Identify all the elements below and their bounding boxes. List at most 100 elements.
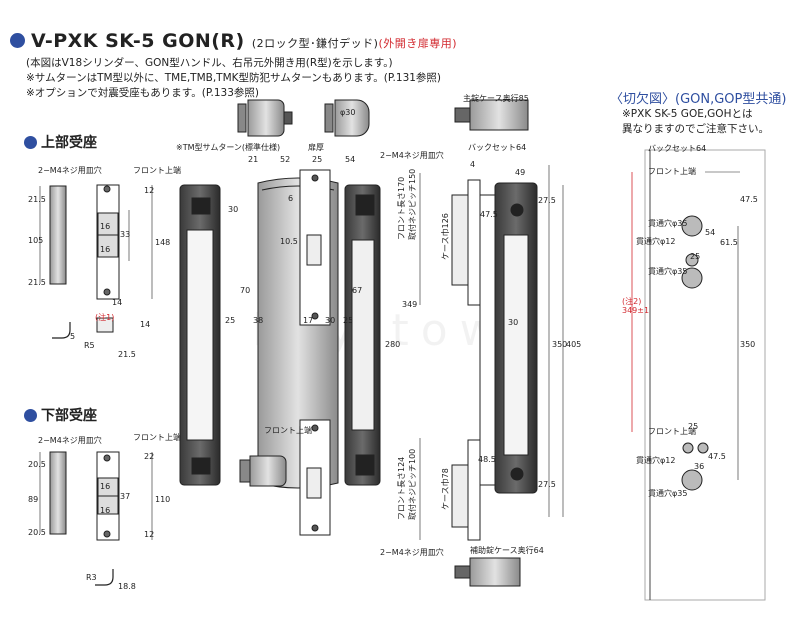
- cutout-note2: (注2): [622, 297, 642, 306]
- note-line-2: ※サムターンはTM型以外に、TME,TMB,TMK型防犯サムターンもあります。(…: [26, 72, 442, 84]
- cutout-hole35-top: 貫通穴φ35: [648, 219, 688, 228]
- dim-side-4: 4: [470, 160, 476, 169]
- dim-handle-349: 349: [402, 300, 418, 309]
- dim-handle-25b: 25: [343, 316, 354, 325]
- dim-upper-33: 33: [120, 230, 131, 239]
- dim-handle-10-5: 10.5: [280, 237, 298, 246]
- label-m4-holes-lower: 2−M4ネジ用皿穴: [38, 436, 102, 445]
- note-line-1: (本図はV18シリンダー、GON型ハンドル、右吊元外開き用(R型)を示します。): [26, 57, 393, 69]
- section-bullet-icon: [24, 136, 37, 149]
- dim-handle-17: 17: [303, 316, 314, 325]
- page-title: V-PXK SK-5 GON(R) (2ロック型･鎌付デッド)(外開き扉専用): [10, 30, 457, 52]
- cutout-front-upper: フロント上端: [648, 167, 696, 176]
- dim-upper-5: 5: [70, 332, 76, 341]
- cutout-hole35-lower: 貫通穴φ35: [648, 489, 688, 498]
- dim-handle-25: 25: [225, 316, 236, 325]
- label-mount-pitch-lower: 取付ネジピッチ100: [408, 448, 417, 520]
- dim-handle-30b: 30: [325, 316, 336, 325]
- title-sub: (2ロック型･鎌付デッド): [251, 37, 379, 50]
- cutout-dim-25b: 25: [688, 422, 699, 431]
- label-mount-pitch-upper: 取付ネジピッチ150: [408, 168, 417, 240]
- label-main-case-depth: 主錠ケース奥行85: [463, 94, 529, 103]
- title-bullet-icon: [10, 33, 25, 48]
- dim-upper-105: 105: [28, 236, 44, 245]
- upper-strike-drawing: [39, 184, 153, 339]
- dim-lower-22: 22: [144, 452, 155, 461]
- label-tm-thumbturn: ※TM型サムターン(標準仕様): [176, 143, 281, 152]
- dim-upper-14: 14: [112, 298, 123, 307]
- title-main: V-PXK SK-5 GON(R): [31, 30, 245, 52]
- label-case-len-upper: ケース巾126: [441, 213, 450, 260]
- cutout-front-upper-lower: フロント上端: [648, 427, 696, 436]
- dim-handle-38: 38: [253, 316, 264, 325]
- cutout-backset: バックセット64: [648, 144, 707, 153]
- dim-lower-110: 110: [155, 495, 171, 504]
- label-front-upper: フロント上端: [133, 166, 181, 175]
- label-front-upper-lower: フロント上端: [133, 433, 181, 442]
- dim-upper-21-5b: 21.5: [28, 278, 46, 287]
- dim-upper-148: 148: [155, 238, 171, 247]
- dim-upper-r5: R5: [84, 341, 95, 350]
- label-phi30: φ30: [340, 108, 356, 117]
- dim-lower-20-5: 20.5: [28, 460, 46, 469]
- dim-lower-37: 37: [120, 492, 131, 501]
- label-m4-holes-side-lower: 2−M4ネジ用皿穴: [380, 548, 444, 557]
- cutout-dim-36: 36: [694, 462, 705, 471]
- dim-side-405: 405: [566, 340, 582, 349]
- section-upper-strike: 上部受座: [24, 132, 97, 152]
- label-note1: (注1): [95, 313, 115, 322]
- dim-upper-16: 16: [100, 222, 111, 231]
- title-red-note: (外開き扉専用): [378, 37, 458, 50]
- dim-handle-70: 70: [240, 286, 251, 295]
- dim-lower-89: 89: [28, 495, 39, 504]
- cutout-hole12: 貫通穴φ12: [636, 237, 676, 246]
- cutout-dim-47-5: 47.5: [740, 195, 758, 204]
- dim-side-47-5: 47.5: [480, 210, 498, 219]
- dim-lower-16b: 16: [100, 506, 111, 515]
- dim-top-21: 21: [248, 155, 259, 164]
- label-front-len-upper: フロント長さ170: [397, 176, 406, 240]
- cutout-note-2: 異なりますのでご注意下さい。: [622, 123, 769, 135]
- label-m4-holes-side: 2−M4ネジ用皿穴: [380, 151, 444, 160]
- label-m4-holes-upper: 2−M4ネジ用皿穴: [38, 166, 102, 175]
- cutout-hole35-mid: 貫通穴φ35: [648, 267, 688, 276]
- dim-lower-12: 12: [144, 530, 155, 539]
- cutout-dim-25: 25: [690, 252, 701, 261]
- cutout-dim-61-5: 61.5: [720, 238, 738, 247]
- dim-upper-14b: 14: [140, 320, 151, 329]
- label-backset: バックセット64: [468, 143, 527, 152]
- dim-lower-r3: R3: [86, 573, 97, 582]
- cutout-title: 〈切欠図〉(GON,GOP型共通): [610, 92, 787, 107]
- label-aux-case-depth: 補助錠ケース奥行64: [470, 546, 544, 555]
- dim-lower-18-8: 18.8: [118, 582, 136, 591]
- cutout-dim-54: 54: [705, 228, 716, 237]
- cutout-note-1: ※PXK SK-5 GOE,GOHとは: [622, 108, 753, 120]
- cutout-dim-349: 349±1: [622, 306, 650, 315]
- cutout-dim-350: 350: [740, 340, 756, 349]
- label-front-len-lower: フロント長さ124: [397, 456, 406, 520]
- label-door-thickness: 扉厚: [308, 143, 324, 152]
- label-case-len-lower: ケース巾78: [441, 468, 450, 510]
- dim-handle-67: 67: [352, 286, 363, 295]
- dim-top-54: 54: [345, 155, 356, 164]
- section-lower-label: 下部受座: [41, 408, 97, 424]
- label-front-upper-handle: フロント上端: [264, 426, 312, 435]
- dim-side-48-5: 48.5: [478, 455, 496, 464]
- dim-upper-12: 12: [144, 186, 155, 195]
- dim-lower-20-5b: 20.5: [28, 528, 46, 537]
- dim-upper-21-5c: 21.5: [118, 350, 136, 359]
- dim-side-49: 49: [515, 168, 526, 177]
- section-lower-strike: 下部受座: [24, 405, 97, 425]
- lower-strike-drawing: [39, 451, 153, 586]
- dim-lower-16: 16: [100, 482, 111, 491]
- section-upper-label: 上部受座: [41, 135, 97, 151]
- dim-top-25: 25: [312, 155, 323, 164]
- dim-handle-6: 6: [288, 194, 294, 203]
- cylinder-top-view: [237, 99, 370, 137]
- dim-handle-280: 280: [385, 340, 401, 349]
- section-bullet-icon: [24, 409, 37, 422]
- handle-front-view: [179, 169, 381, 536]
- cutout-hole12-lower: 貫通穴φ12: [636, 456, 676, 465]
- dim-side-350: 350: [552, 340, 568, 349]
